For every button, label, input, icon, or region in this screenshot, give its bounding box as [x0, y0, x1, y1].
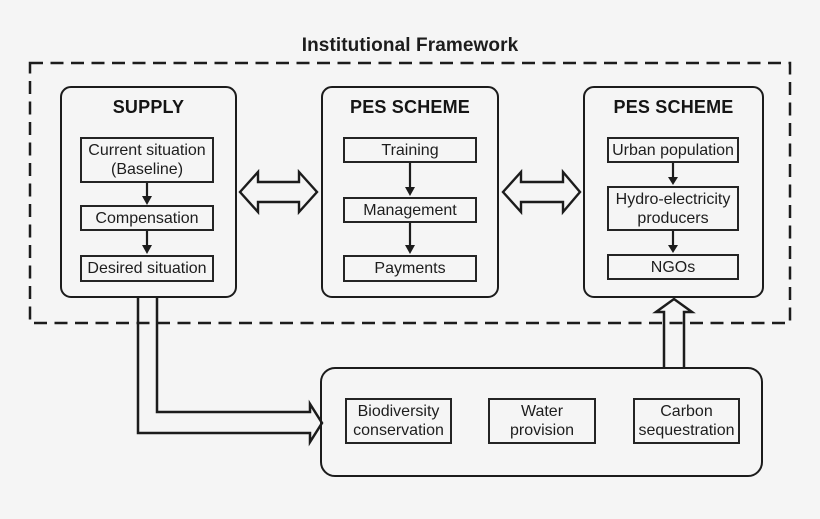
node-urban-population: Urban population [607, 137, 739, 163]
elbow-arrow-supply-to-services-icon [136, 297, 324, 447]
node-payments: Payments [343, 255, 477, 282]
group-supply-header: SUPPLY [112, 97, 185, 117]
node-compensation: Compensation [80, 205, 214, 231]
node-ngos: NGOs [607, 254, 739, 280]
bidirectional-arrow-pes-pes-icon [501, 168, 582, 216]
node-biodiversity-conservation: Biodiversity conservation [345, 398, 452, 444]
diagram-title: Institutional Framework [301, 35, 519, 56]
node-desired-situation: Desired situation [80, 255, 214, 282]
node-training: Training [343, 137, 477, 163]
node-management: Management [343, 197, 477, 223]
node-current-situation: Current situation (Baseline) [80, 137, 214, 183]
group-ecosystem-services [320, 367, 763, 477]
node-carbon-sequestration: Carbon sequestration [633, 398, 740, 444]
group-pes-scheme-2: PES SCHEME [583, 86, 764, 298]
node-hydro-electricity-producers: Hydro-electricity producers [607, 186, 739, 231]
bidirectional-arrow-supply-pes-icon [238, 168, 319, 216]
group-pes-scheme-2-header: PES SCHEME [613, 97, 734, 117]
group-pes-scheme-1: PES SCHEME [321, 86, 499, 298]
group-pes-scheme-1-header: PES SCHEME [349, 97, 471, 117]
node-water-provision: Water provision [488, 398, 596, 444]
up-arrow-services-to-pes-icon [652, 297, 696, 367]
group-supply: SUPPLY [60, 86, 237, 298]
